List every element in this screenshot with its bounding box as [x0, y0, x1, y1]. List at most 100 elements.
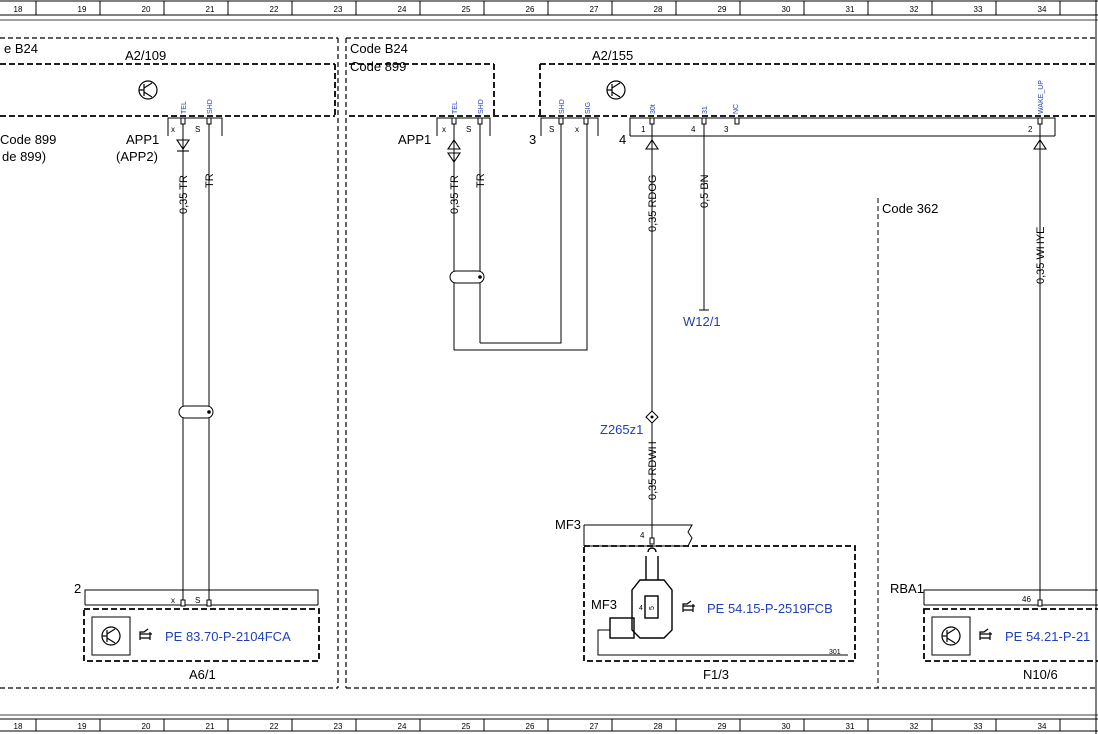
grid-column-label: 27 [590, 722, 599, 731]
grid-column-label: 28 [654, 5, 663, 14]
grid-column-label: 26 [526, 5, 535, 14]
a6-1-label: A6/1 [189, 667, 216, 682]
mf3-top-label: MF3 [555, 517, 581, 532]
grid-ruler-bottom: 18 19 20 21 22 23 24 25 26 27 28 29 30 31 32 33 34 [0, 714, 1098, 732]
grid-column-label: 22 [270, 722, 279, 731]
pin-tel-label: TEL [181, 101, 188, 114]
grid-column-label: 21 [206, 722, 215, 731]
pin-shd-label: SHD [559, 99, 566, 114]
grid-column-label: 33 [974, 5, 983, 14]
grid-column-label: 25 [462, 5, 471, 14]
wire-label: 0,35 RDWH [647, 441, 659, 500]
connector-3-label: 3 [529, 132, 536, 147]
n10-6-label: N10/6 [1023, 667, 1058, 682]
a2-155-label: A2/155 [592, 48, 633, 63]
pin-s-label: S [195, 125, 200, 134]
pin-shd-label: SHD [207, 99, 214, 114]
wire-label: 0,5 BN [699, 174, 711, 208]
grid-column-label: 23 [334, 722, 343, 731]
pointing-hand-icon [139, 628, 152, 640]
wire-label: 0,35 RDOG [647, 175, 659, 232]
transistor-icon [606, 80, 626, 100]
transistor-icon [101, 626, 121, 646]
code-899-left-label-2: de 899) [2, 149, 46, 164]
transistor-icon [941, 626, 961, 646]
grid-column-label: 23 [334, 5, 343, 14]
pin-x-label: x [575, 125, 579, 134]
pin-2-label: 2 [1028, 125, 1033, 134]
wire-label: 0,35 WHYE [1035, 227, 1047, 284]
pointing-hand-icon [682, 600, 695, 612]
pin-4-label: 4 [639, 605, 643, 612]
pin-31-label: 31 [702, 106, 709, 114]
grid-column-label: 19 [78, 722, 87, 731]
pin-46-label: 46 [1022, 595, 1031, 604]
grid-column-label: 26 [526, 722, 535, 731]
app1-left-label: APP1 [126, 132, 159, 147]
grid-column-label: 30 [782, 722, 791, 731]
pointing-hand-icon [979, 628, 992, 640]
grid-column-label: 24 [398, 722, 407, 731]
wire-label: 0,35 TR [178, 175, 190, 214]
grid-column-label: 33 [974, 722, 983, 731]
grid-column-label: 34 [1038, 5, 1047, 14]
grid-column-label: 29 [718, 722, 727, 731]
connector-2-label: 2 [74, 581, 81, 596]
grid-column-label: 20 [142, 5, 151, 14]
grid-column-label: 32 [910, 722, 919, 731]
grid-column-label: 30 [782, 5, 791, 14]
pin-3-label: 3 [724, 125, 729, 134]
pin-4-label: 4 [640, 531, 645, 540]
app2-left-label: (APP2) [116, 149, 158, 164]
pin-4-label: 4 [691, 125, 696, 134]
pin-sig-label: SIG [585, 102, 592, 114]
grid-column-label: 18 [14, 5, 23, 14]
grid-column-label: 31 [846, 722, 855, 731]
grid-column-label: 25 [462, 722, 471, 731]
wire-label: TR [475, 173, 487, 188]
code-899-left-label: Code 899 [0, 132, 56, 147]
pin-x-label: x [442, 125, 446, 134]
grid-column-label: 32 [910, 5, 919, 14]
code-362-label: Code 362 [882, 201, 938, 216]
grid-column-label: 31 [846, 5, 855, 14]
wire-label: TR [204, 173, 216, 188]
z265z1-link[interactable]: Z265z1 [600, 422, 643, 437]
w12-1-link[interactable]: W12/1 [683, 314, 721, 329]
pin-301-label: 301 [829, 649, 841, 656]
code-b24-left-label: e B24 [4, 41, 38, 56]
pin-x-label: x [171, 125, 175, 134]
grid-column-label: 27 [590, 5, 599, 14]
pin-x-label: x [171, 596, 175, 605]
pin-1-label: 1 [641, 125, 646, 134]
pin-s-label: S [195, 596, 200, 605]
wire-label: 0,35 TR [449, 175, 461, 214]
pin-tel-label: TEL [452, 101, 459, 114]
pin-wake-up-label: WAKE_UP [1038, 80, 1045, 114]
pe-54-21-link[interactable]: PE 54.21-P-21 [1005, 629, 1090, 644]
transistor-icon [138, 80, 158, 100]
grid-column-label: 22 [270, 5, 279, 14]
connector-4-label: 4 [619, 132, 626, 147]
mf3-inner-label: MF3 [591, 597, 617, 612]
pin-shd-label: SHD [478, 99, 485, 114]
f1-3-label: F1/3 [703, 667, 729, 682]
pin-30t-label: 30t [650, 104, 657, 114]
grid-column-label: 29 [718, 5, 727, 14]
grid-column-label: 24 [398, 5, 407, 14]
code-b24-label: Code B24 [350, 41, 408, 56]
pin-nc-label: NC [733, 104, 740, 114]
pe-83-70-link[interactable]: PE 83.70-P-2104FCA [165, 629, 291, 644]
a2-109-label: A2/109 [125, 48, 166, 63]
pin-s-label: S [466, 125, 471, 134]
grid-column-label: 28 [654, 722, 663, 731]
code-899-label: Code 899 [350, 59, 406, 74]
pe-54-15-link[interactable]: PE 54.15-P-2519FCB [707, 601, 833, 616]
pin-5-label: 5 [649, 606, 656, 610]
grid-column-label: 18 [14, 722, 23, 731]
grid-column-label: 20 [142, 722, 151, 731]
grid-column-label: 21 [206, 5, 215, 14]
grid-column-label: 34 [1038, 722, 1047, 731]
